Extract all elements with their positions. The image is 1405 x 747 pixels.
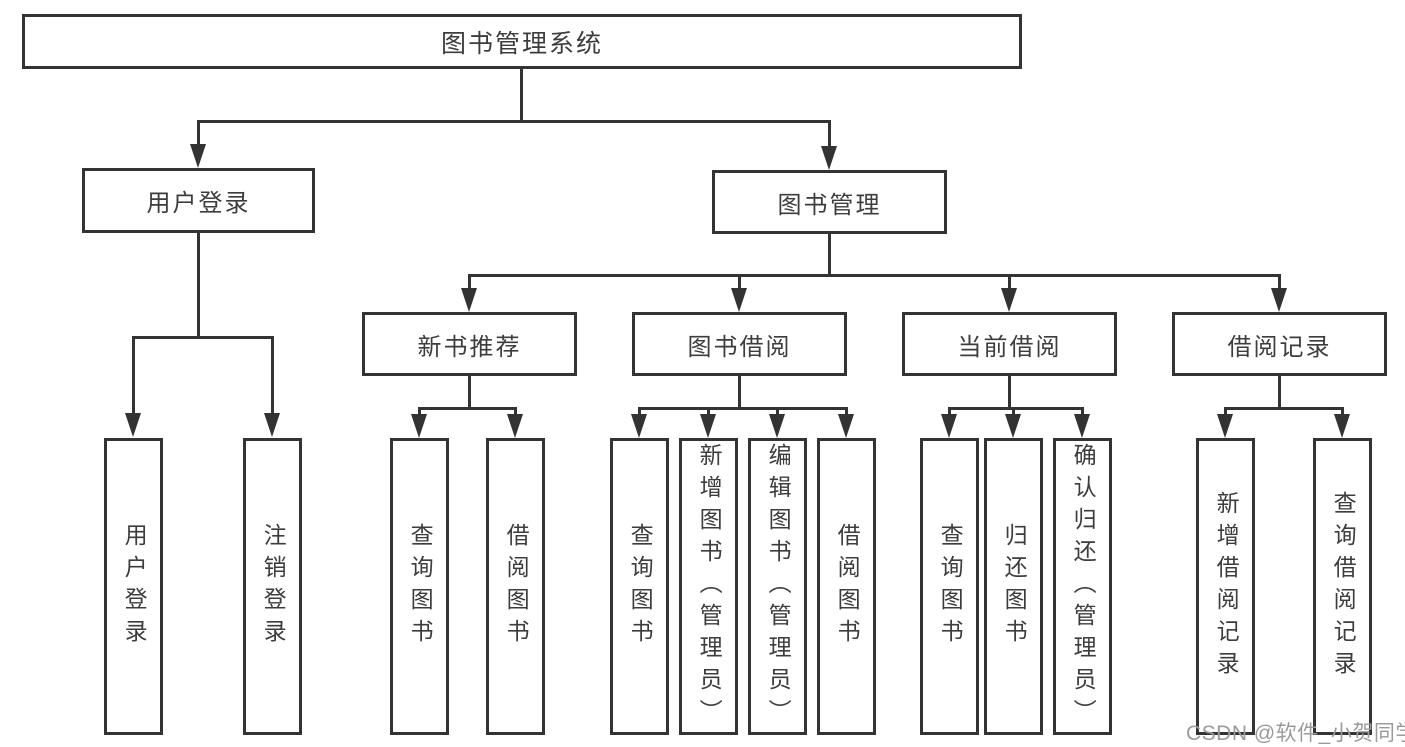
- leaf-borrow-add-admin: 新增图书（管理员）: [679, 438, 738, 735]
- connector-drop-leaf: [1081, 407, 1084, 419]
- connector-book-borrow-bar: [638, 407, 848, 410]
- connector-drop-current-borrow: [1008, 274, 1011, 294]
- connector-borrow-records-stub: [1278, 376, 1281, 409]
- leaf-borrow-edit-admin: 编辑图书（管理员）: [748, 438, 807, 735]
- leaf-records-query: 查询借阅记录: [1313, 438, 1372, 735]
- connector-drop-borrow-records: [1278, 274, 1281, 294]
- leaf-logout: 注销登录: [243, 438, 302, 735]
- connector-drop-book-borrow: [738, 274, 741, 294]
- arrowhead-down-icon: [125, 413, 141, 437]
- connector-drop-leaf: [638, 407, 641, 419]
- leaf-newbook-query: 查询图书: [390, 438, 449, 735]
- csdn-watermark: CSDN @软件_小贺同学: [1186, 722, 1405, 745]
- leaf-current-query-label: 查询图书: [937, 522, 964, 651]
- leaf-borrow-edit-admin-label: 编辑图书（管理员）: [765, 442, 792, 731]
- connector-drop-book-management: [828, 120, 831, 152]
- connector-drop-leaf: [271, 336, 274, 416]
- leaf-user-login-label: 用户登录: [121, 522, 148, 651]
- connector-book-borrow-stub: [738, 376, 741, 409]
- connector-current-borrow-stub: [1008, 376, 1011, 409]
- arrowhead-down-icon: [838, 414, 854, 438]
- leaf-user-login: 用户登录: [104, 438, 163, 735]
- connector-newbook-bar: [418, 407, 517, 410]
- arrowhead-down-icon: [1334, 414, 1350, 438]
- leaf-records-add: 新增借阅记录: [1196, 438, 1255, 735]
- connector-drop-leaf: [707, 407, 710, 419]
- connector-drop-new-book: [468, 274, 471, 294]
- leaf-borrow-add-admin-label: 新增图书（管理员）: [696, 442, 723, 731]
- leaf-newbook-borrow-label: 借阅图书: [503, 522, 530, 651]
- arrowhead-down-icon: [769, 414, 785, 438]
- arrowhead-down-icon: [941, 414, 957, 438]
- leaf-borrow-query: 查询图书: [610, 438, 669, 735]
- node-book-borrow: 图书借阅: [632, 312, 847, 376]
- arrowhead-down-icon: [264, 413, 280, 437]
- arrowhead-down-icon: [1005, 414, 1021, 438]
- arrowhead-down-icon: [731, 288, 747, 312]
- connector-user-login-bar: [132, 336, 274, 339]
- connector-drop-leaf: [418, 407, 421, 419]
- arrowhead-down-icon: [1271, 288, 1287, 312]
- arrowhead-down-icon: [1217, 414, 1233, 438]
- node-user-login: 用户登录: [82, 168, 315, 233]
- connector-borrow-records-bar: [1224, 407, 1344, 410]
- connector-drop-leaf: [1224, 407, 1227, 419]
- connector-root-stub: [520, 69, 523, 122]
- node-borrow-records: 借阅记录: [1172, 312, 1387, 376]
- connector-drop-leaf: [1341, 407, 1344, 419]
- connector-drop-leaf: [948, 407, 951, 419]
- arrowhead-down-icon: [700, 414, 716, 438]
- connector-user-login-stub: [197, 233, 200, 338]
- connector-drop-leaf: [776, 407, 779, 419]
- leaf-current-return-label: 归还图书: [1001, 522, 1028, 651]
- arrowhead-down-icon: [1074, 414, 1090, 438]
- connector-drop-leaf: [1012, 407, 1015, 419]
- arrowhead-down-icon: [821, 146, 837, 170]
- leaf-records-query-label: 查询借阅记录: [1330, 490, 1357, 683]
- leaf-current-confirm-admin-label: 确认归还（管理员）: [1070, 442, 1097, 731]
- arrowhead-down-icon: [411, 414, 427, 438]
- connector-current-borrow-bar: [948, 407, 1084, 410]
- node-new-book-recommend: 新书推荐: [362, 312, 577, 376]
- node-book-management: 图书管理: [712, 170, 947, 234]
- connector-drop-user-login: [197, 120, 200, 150]
- connector-drop-leaf: [845, 407, 848, 419]
- leaf-records-add-label: 新增借阅记录: [1213, 490, 1240, 683]
- connector-level3-bar: [468, 274, 1281, 277]
- arrowhead-down-icon: [507, 414, 523, 438]
- leaf-newbook-query-label: 查询图书: [407, 522, 434, 651]
- leaf-current-query: 查询图书: [920, 438, 979, 735]
- leaf-logout-label: 注销登录: [260, 522, 287, 651]
- connector-level2-bar: [197, 120, 831, 123]
- node-current-borrow: 当前借阅: [902, 312, 1117, 376]
- node-root-library-system: 图书管理系统: [22, 14, 1022, 69]
- connector-newbook-stub: [468, 376, 471, 409]
- leaf-borrow-query-label: 查询图书: [627, 522, 654, 651]
- arrowhead-down-icon: [631, 414, 647, 438]
- leaf-newbook-borrow: 借阅图书: [486, 438, 545, 735]
- arrowhead-down-icon: [190, 144, 206, 168]
- arrowhead-down-icon: [461, 288, 477, 312]
- connector-drop-leaf: [514, 407, 517, 419]
- leaf-borrow-borrow-label: 借阅图书: [834, 522, 861, 651]
- leaf-current-return: 归还图书: [984, 438, 1043, 735]
- connector-drop-leaf: [132, 336, 135, 416]
- leaf-borrow-borrow: 借阅图书: [817, 438, 876, 735]
- arrowhead-down-icon: [1001, 288, 1017, 312]
- leaf-current-confirm-admin: 确认归还（管理员）: [1053, 438, 1112, 735]
- connector-book-management-stub: [828, 234, 831, 276]
